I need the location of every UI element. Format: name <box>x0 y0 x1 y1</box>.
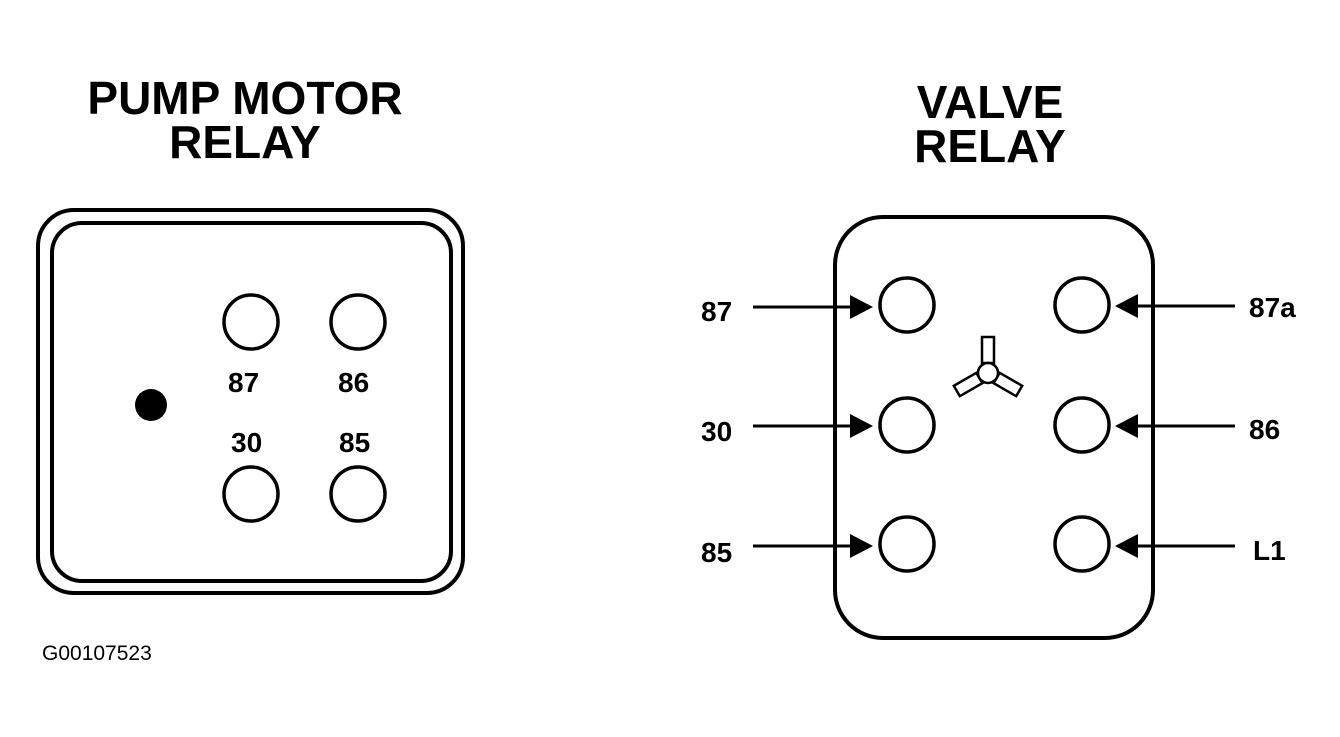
tri-blade-icon <box>952 335 1024 398</box>
pump-relay-inner-frame <box>50 221 453 583</box>
pump-title-line1: PUMP MOTOR <box>87 72 403 124</box>
arrow-87a <box>1115 294 1235 318</box>
pump-pin-86-socket <box>329 293 387 351</box>
pump-pin-85-socket <box>329 465 387 523</box>
arrow-87 <box>753 295 873 319</box>
pump-pin-30-socket <box>222 465 280 523</box>
valve-pin-label-30: 30 <box>701 416 733 447</box>
pump-pin-label-86: 86 <box>338 367 370 398</box>
valve-relay-frame <box>833 215 1155 640</box>
pump-relay-index-dot <box>135 389 167 421</box>
valve-relay-body <box>833 215 1155 640</box>
pump-motor-relay-title: PUMP MOTOR RELAY <box>50 72 440 168</box>
valve-relay-title: VALVE RELAY <box>840 76 1140 172</box>
valve-pin-label-85: 85 <box>701 537 733 568</box>
valve-pin-label-87a: 87a <box>1249 292 1296 323</box>
valve-title-line2: RELAY <box>914 120 1066 172</box>
pump-pin-label-87: 87 <box>228 367 260 398</box>
figure-id: G00107523 <box>42 642 152 665</box>
pump-pin-label-85: 85 <box>339 427 371 458</box>
valve-pin-86-socket <box>1053 396 1111 454</box>
pump-motor-relay-body <box>36 208 465 595</box>
pump-pin-label-30: 30 <box>231 427 263 458</box>
valve-left-arrows <box>753 295 873 558</box>
valve-pin-l1-socket <box>1053 515 1111 573</box>
arrow-85 <box>753 534 873 558</box>
arrow-l1 <box>1115 534 1235 558</box>
pump-title-line2: RELAY <box>169 116 321 168</box>
valve-pin-label-86: 86 <box>1249 414 1281 445</box>
valve-pin-87a-socket <box>1053 276 1111 334</box>
valve-pin-87-socket <box>878 276 936 334</box>
pump-relay-outer-frame <box>36 208 465 595</box>
arrow-86 <box>1115 414 1235 438</box>
valve-title-line1: VALVE <box>916 76 1064 128</box>
arrow-30 <box>753 414 873 438</box>
pump-pin-87-socket <box>222 293 280 351</box>
valve-right-arrows <box>1115 294 1235 558</box>
valve-pin-label-l1: L1 <box>1253 535 1286 566</box>
valve-pin-label-87: 87 <box>701 296 733 327</box>
valve-pin-30-socket <box>878 396 936 454</box>
valve-pin-85-socket <box>878 515 936 573</box>
